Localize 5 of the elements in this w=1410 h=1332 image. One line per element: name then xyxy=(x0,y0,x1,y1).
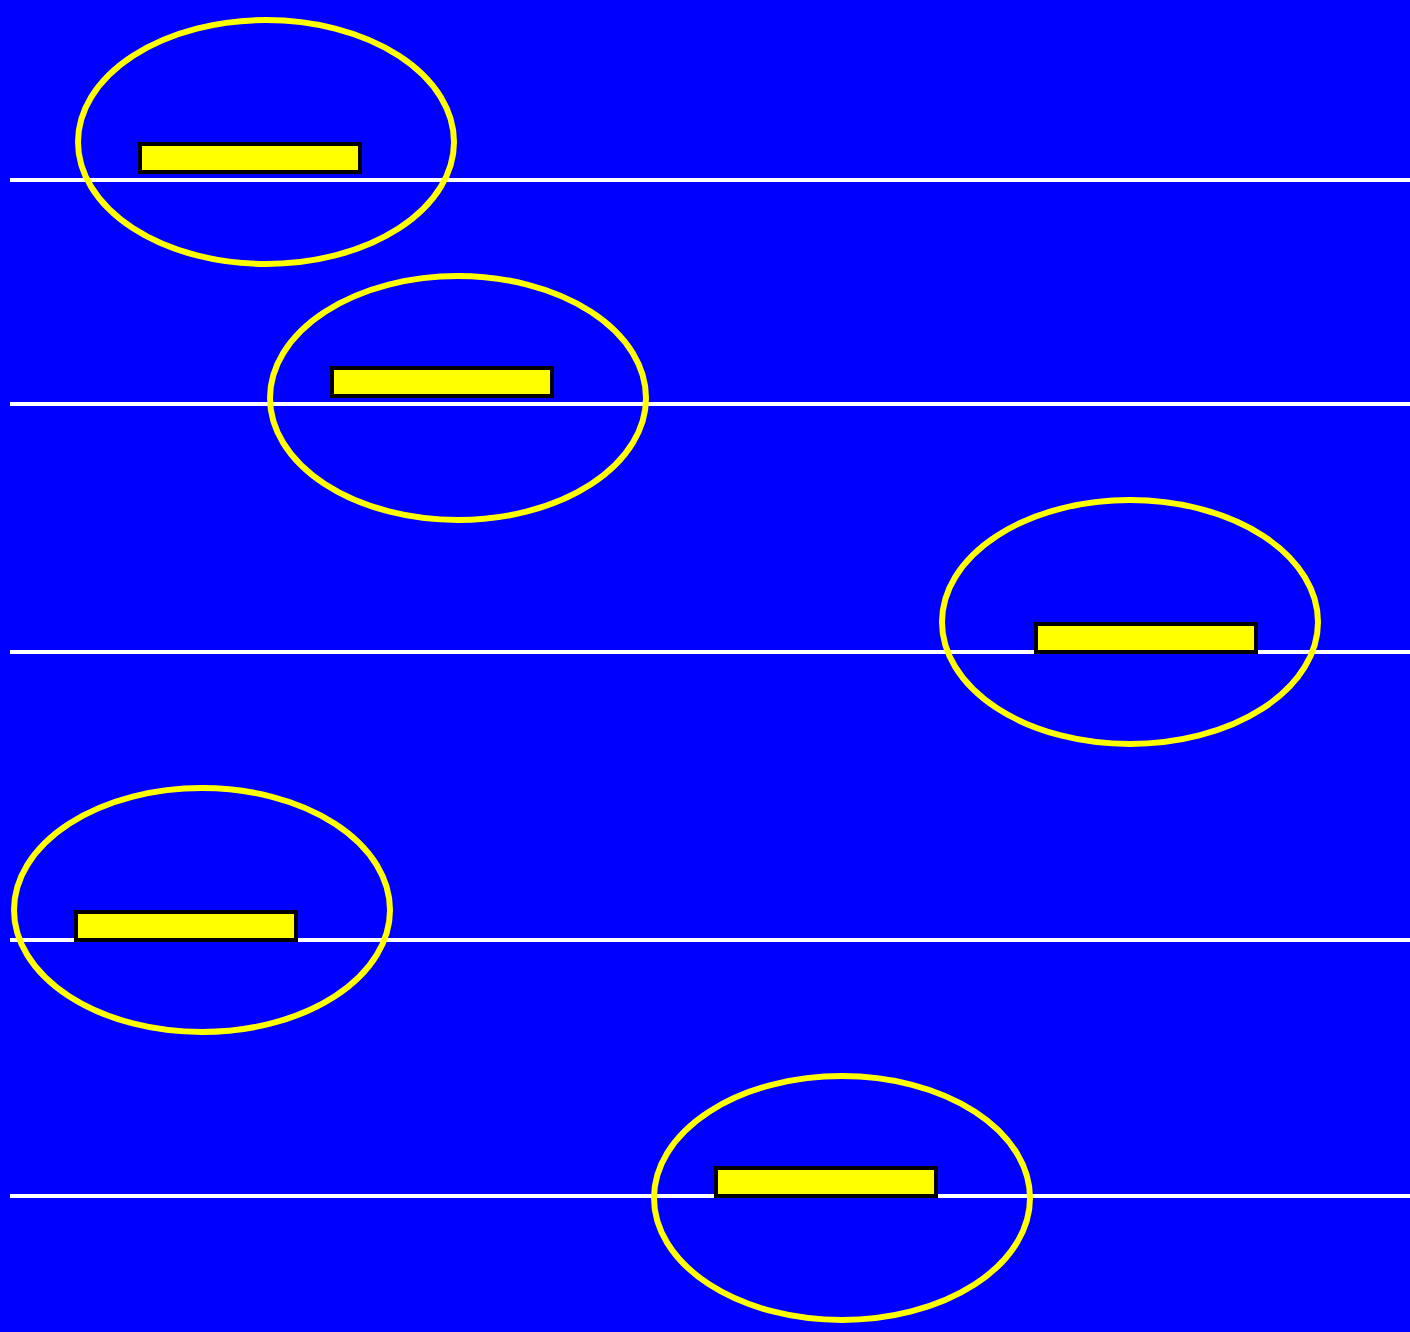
bar xyxy=(74,910,298,942)
bar xyxy=(138,142,362,174)
bar xyxy=(714,1166,938,1198)
bar xyxy=(1034,622,1258,654)
bar xyxy=(330,366,554,398)
